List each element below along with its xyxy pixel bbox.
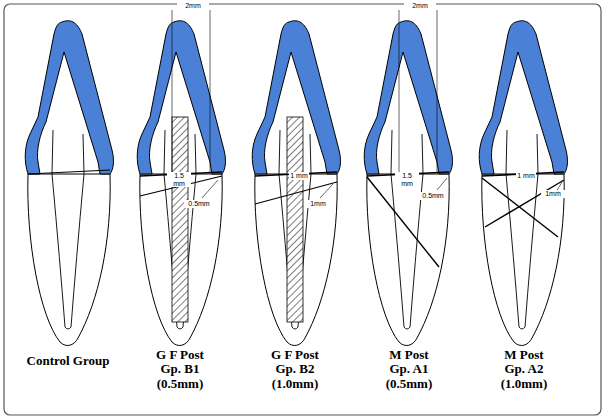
group-caption: M Post Gp. A2 (1.0mm) bbox=[493, 348, 555, 391]
group-caption: M Post Gp. A1 (0.5mm) bbox=[378, 348, 440, 391]
dimension-label: 1 mm bbox=[516, 172, 536, 180]
dimension-label: 1.5 mm bbox=[395, 172, 419, 187]
dimension-label: 1mm bbox=[306, 200, 330, 208]
dimension-label: 1 mm bbox=[289, 172, 309, 180]
group-caption: G F Post Gp. B1 (0.5mm) bbox=[147, 348, 213, 391]
dimension-label: 2mm bbox=[404, 2, 436, 10]
dimension-label: 2mm bbox=[177, 2, 209, 10]
group-caption: G F Post Gp. B2 (1.0mm) bbox=[262, 348, 328, 391]
dimension-label: 0.5mm bbox=[418, 192, 448, 200]
dimension-label: 1.5 mm bbox=[167, 172, 191, 187]
dimension-label: 1mm bbox=[541, 190, 565, 198]
group-caption: Control Group bbox=[16, 354, 120, 368]
dimension-label: 0.5mm bbox=[184, 200, 214, 208]
